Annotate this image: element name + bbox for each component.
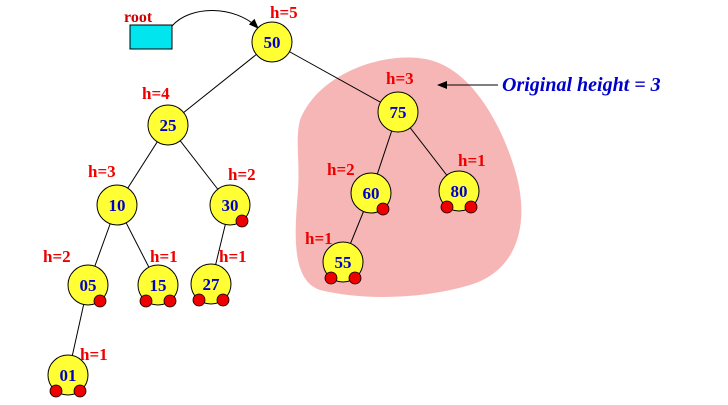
node-circle (96, 184, 138, 226)
null-child-dot (216, 293, 230, 307)
null-child-dot (348, 271, 362, 285)
tree-node-60: 60 h=2 (327, 160, 392, 216)
tree-node-05: 05 h=2 (43, 247, 109, 308)
node-height-label: h=1 (150, 247, 178, 266)
highlighted-subtree-region (295, 57, 522, 297)
node-height-label: h=5 (270, 3, 298, 22)
root-pointer-arrow (171, 10, 259, 29)
tree-node-80: 80 h=1 (438, 151, 486, 214)
null-child-dot (49, 384, 63, 398)
tree-node-30: 30 h=2 (209, 165, 256, 228)
edge-50-25 (167, 41, 273, 126)
node-height-label: h=3 (386, 69, 414, 88)
node-key: 30 (222, 196, 239, 215)
node-height-label: h=1 (458, 151, 486, 170)
node-height-label: h=1 (305, 229, 333, 248)
null-child-dot (192, 293, 206, 307)
null-child-dot (376, 202, 390, 216)
null-child-dot (163, 294, 177, 308)
null-child-dot (440, 200, 454, 214)
null-child-dot (235, 214, 249, 228)
null-child-dot (324, 271, 338, 285)
node-circle (377, 91, 419, 133)
original-height-note: Original height = 3 (502, 74, 661, 96)
node-key: 50 (264, 33, 281, 52)
root-pointer-box (129, 24, 173, 50)
node-height-label: h=2 (43, 247, 71, 266)
tree-node-25: 25 h=4 (142, 84, 189, 146)
node-key: 60 (363, 184, 380, 203)
node-height-label: h=1 (80, 345, 108, 364)
node-height-label: h=2 (228, 165, 256, 184)
null-child-dot (464, 200, 478, 214)
tree-node-50: 50 h=5 (251, 3, 298, 63)
root-label: root (124, 9, 153, 26)
node-circle (147, 104, 189, 146)
node-circle (251, 21, 293, 63)
tree-node-15: 15 h=1 (137, 247, 179, 308)
node-height-label: h=2 (327, 160, 355, 179)
edge-50-75 (271, 41, 399, 113)
node-key: 55 (335, 253, 352, 272)
node-key: 27 (203, 275, 221, 294)
node-height-label: h=4 (142, 84, 170, 103)
tree-node-55: 55h=1 (305, 229, 364, 285)
null-child-dot (93, 294, 107, 308)
node-key: 80 (451, 182, 468, 201)
node-key: 75 (390, 103, 407, 122)
node-key: 01 (60, 366, 77, 385)
nodes-layer: 50 h=5 25 h=4 75 h=3 10 h=3 30 h=2 60 h=2 80 h=1 05 h=2… (43, 3, 486, 398)
null-child-dot (139, 294, 153, 308)
null-child-dot (73, 384, 87, 398)
tree-node-75: 75 h=3 (377, 69, 419, 133)
node-key: 25 (160, 116, 177, 135)
node-height-label: h=1 (219, 247, 247, 266)
node-key: 05 (80, 276, 97, 295)
node-height-label: h=3 (88, 162, 116, 181)
tree-node-01: 01h=1 (47, 345, 108, 398)
node-key: 10 (109, 196, 126, 215)
node-key: 15 (150, 276, 167, 295)
tree-node-10: 10 h=3 (88, 162, 138, 226)
tree-node-27: 27h=1 (190, 247, 247, 307)
